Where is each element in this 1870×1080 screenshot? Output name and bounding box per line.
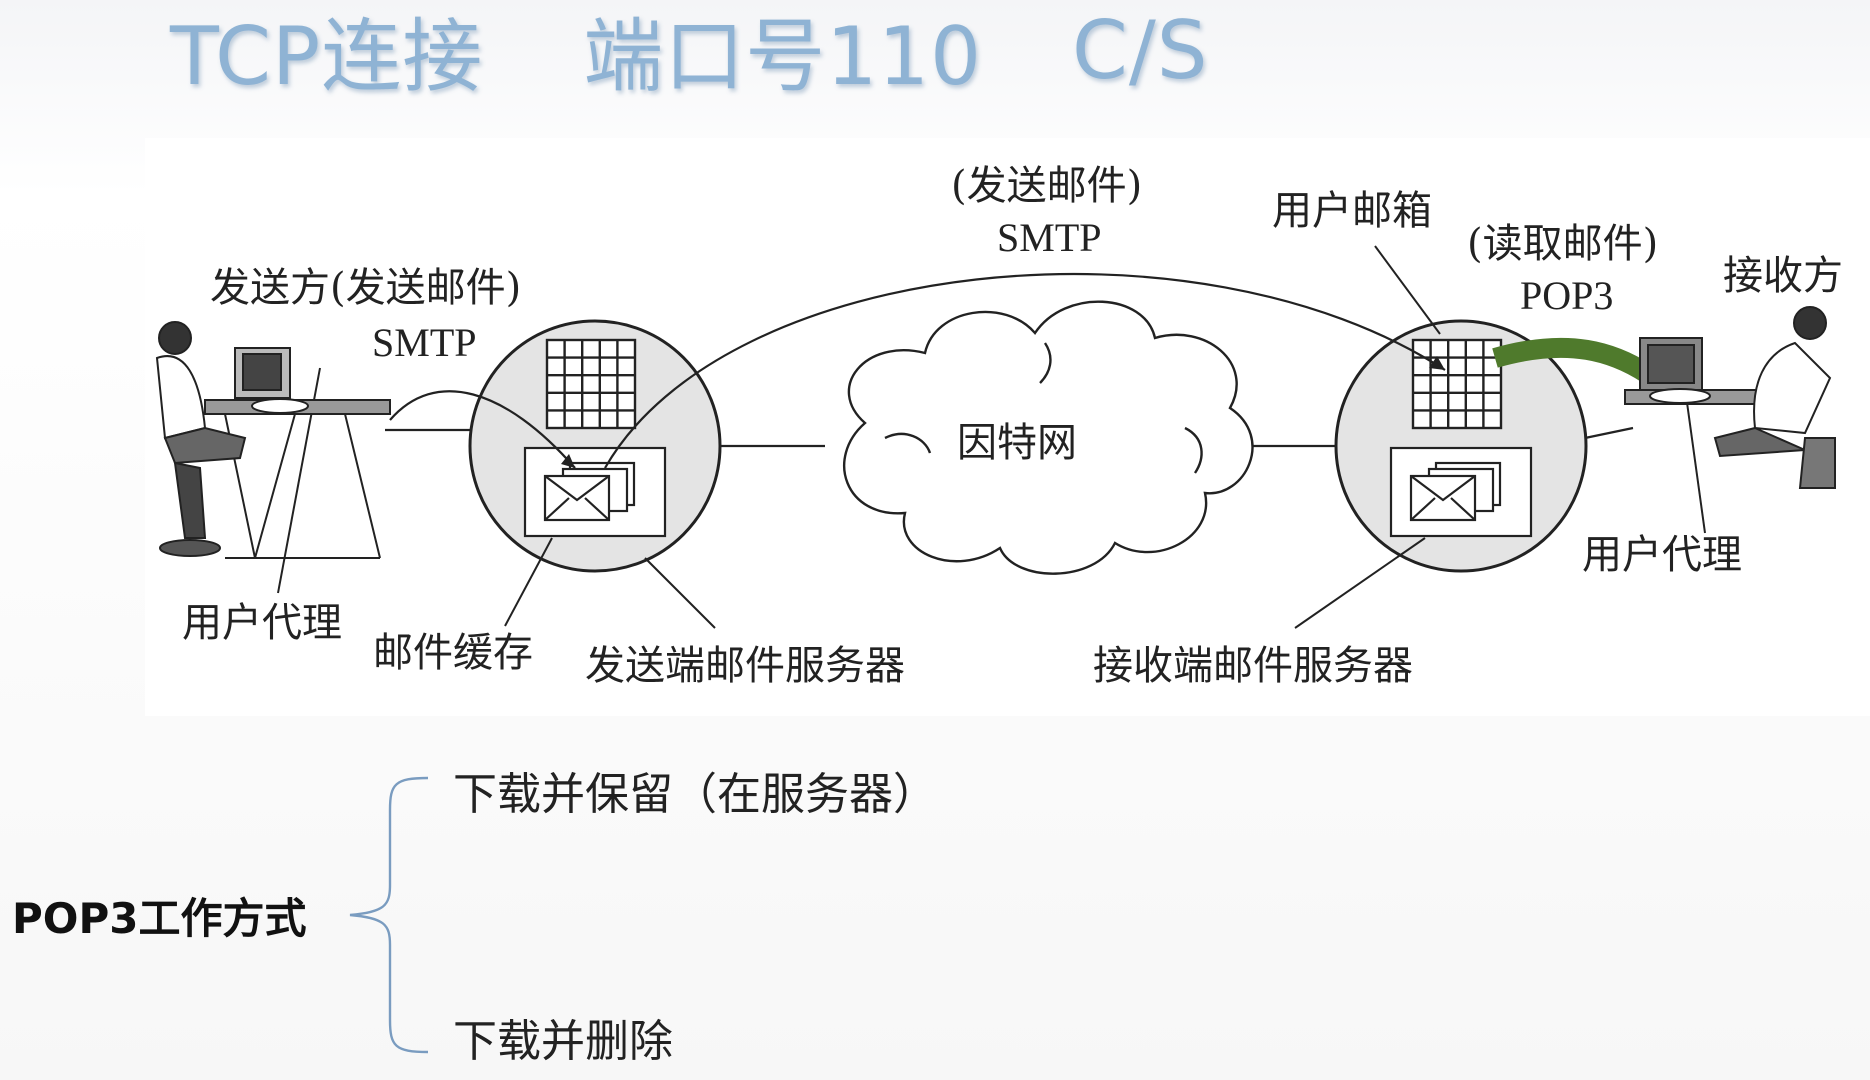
send-server-label: 发送端邮件服务器 [585, 643, 905, 689]
internet-cloud-icon [842, 300, 1254, 575]
pointer-line [644, 557, 716, 629]
smtp-send-arrow [389, 390, 576, 469]
pop3-protocol-label: POP3 [1520, 273, 1614, 318]
pop3-option-delete: 下载并删除 [453, 1016, 673, 1067]
slide-title: TCP连接 端口号110 C/S [170, 0, 1209, 104]
user-agent-left-label: 用户代理 [182, 600, 342, 646]
receiver-mailbox-grid-icon [1411, 338, 1503, 430]
diagram-graphics [155, 245, 1836, 629]
mailbox-label: 用户邮箱 [1272, 188, 1432, 234]
link-line [1584, 426, 1634, 440]
receiver-mail-cache-icon [1389, 446, 1533, 538]
pointer-line [1374, 245, 1441, 335]
title-port: 端口号110 [583, 10, 982, 103]
smtp-relay-arrow [604, 272, 1446, 469]
pointer-line [1294, 537, 1426, 629]
sender-label: 发送方(发送邮件) [210, 265, 522, 311]
sender-protocol-label: SMTP [372, 320, 477, 365]
mail-cache-label: 邮件缓存 [373, 630, 533, 676]
read-desc-label: (读取邮件) [1467, 221, 1659, 267]
sender-mail-cache-icon [523, 446, 667, 538]
brace-icon [349, 776, 429, 1054]
sender-user-icon [155, 321, 391, 559]
pointer-line [504, 537, 553, 627]
recv-server-label: 接收端邮件服务器 [1093, 643, 1413, 689]
smtp-desc-label: (发送邮件) [951, 163, 1143, 209]
title-protocol: TCP连接 [170, 10, 484, 103]
pointer-line [1684, 387, 1706, 534]
pop3-option-keep: 下载并保留（在服务器） [453, 769, 937, 820]
receiver-user-icon [1624, 306, 1836, 489]
pop3-mode-label: POP3工作方式 [12, 894, 307, 943]
user-agent-right-label: 用户代理 [1582, 532, 1742, 578]
receiver-label: 接收方 [1723, 253, 1843, 299]
title-model: C/S [1071, 3, 1209, 97]
sender-mailbox-grid-icon [545, 338, 637, 430]
email-diagram: 发送方(发送邮件) SMTP (发送邮件) SMTP 用户邮箱 (读取邮件) P… [145, 138, 1870, 716]
smtp-protocol-label: SMTP [997, 215, 1102, 260]
internet-label: 因特网 [957, 420, 1077, 466]
